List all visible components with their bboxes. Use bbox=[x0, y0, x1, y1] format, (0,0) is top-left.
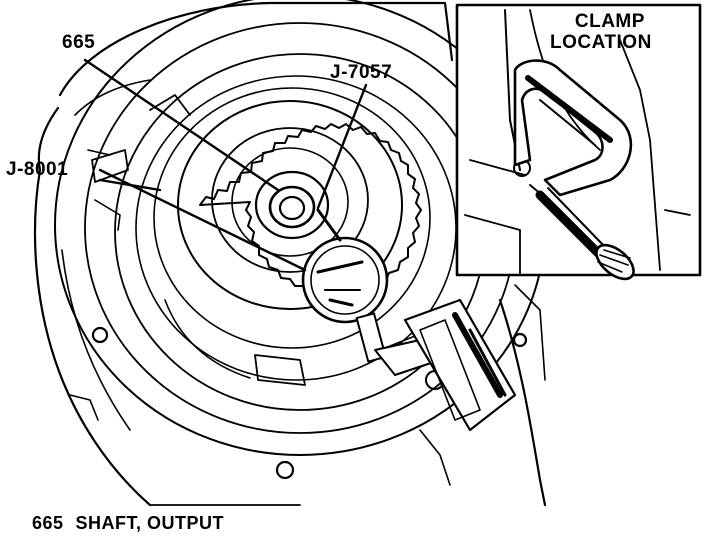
dial-indicator bbox=[301, 208, 517, 432]
leader-665 bbox=[83, 58, 280, 192]
label-665: 665 bbox=[62, 32, 96, 53]
label-clamp-location: CLAMP LOCATION bbox=[550, 11, 652, 52]
c-clamp-icon bbox=[513, 59, 633, 197]
caption-text: SHAFT, OUTPUT bbox=[75, 513, 225, 533]
label-j8001: J-8001 bbox=[6, 159, 69, 180]
snap-ring-segments bbox=[91, 94, 441, 386]
clamp-label-line2: LOCATION bbox=[550, 32, 652, 53]
splined-hub bbox=[199, 123, 422, 296]
figure-caption: 665 SHAFT, OUTPUT bbox=[32, 513, 224, 534]
label-j7057: J-7057 bbox=[330, 62, 393, 83]
output-shaft bbox=[254, 170, 330, 240]
leader-j7057 bbox=[316, 83, 368, 210]
clamp-inset bbox=[455, 3, 702, 281]
caption-number: 665 bbox=[32, 513, 64, 533]
clamp-label-line1: CLAMP bbox=[574, 11, 645, 32]
case-housing bbox=[33, 1, 547, 507]
leader-j8001-b bbox=[98, 178, 162, 192]
